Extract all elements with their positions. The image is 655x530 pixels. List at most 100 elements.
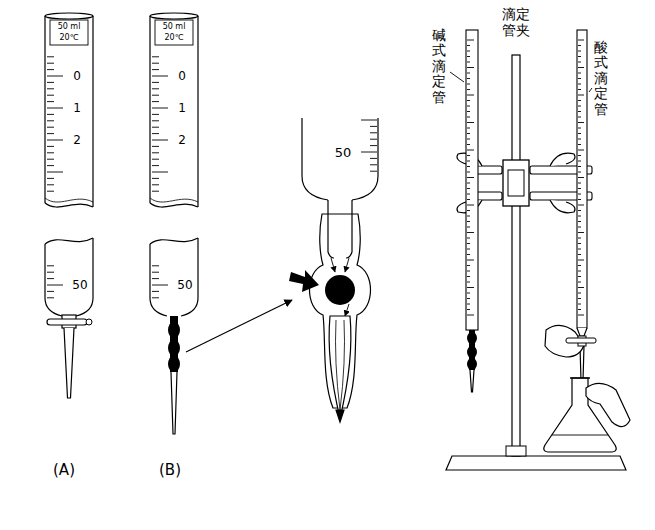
- scale-tick: [467, 309, 470, 310]
- scale-tick: [152, 69, 159, 70]
- scale-tick: [578, 161, 581, 162]
- glass-tip-end: [336, 410, 344, 422]
- acid-burette-on-stand: [544, 30, 630, 452]
- scale-tick: [152, 159, 159, 160]
- glass-neck: [328, 200, 352, 258]
- scale-tick: [467, 84, 470, 85]
- scale-number: 50: [72, 279, 87, 291]
- scale-tick: [467, 194, 470, 195]
- scale-tick: [152, 146, 159, 147]
- scale-tick: [578, 106, 581, 107]
- glass-tube-wall: [150, 238, 198, 316]
- temperature-text: 20℃: [164, 34, 183, 42]
- scale-tick: [47, 108, 63, 109]
- scale-tick: [467, 166, 470, 167]
- clamp-wing: [550, 153, 575, 213]
- scale-tick: [467, 238, 470, 239]
- scale-tick: [578, 315, 584, 316]
- stopcock-knob: [86, 319, 92, 325]
- rubber-tube: [168, 356, 180, 372]
- hand: [586, 383, 630, 426]
- scale-tick: [47, 95, 54, 96]
- leader-line: [589, 88, 592, 92]
- scale-tick: [152, 278, 159, 279]
- scale-tick: [152, 108, 168, 109]
- capacity-text: 50 ml: [163, 23, 186, 31]
- scale-tick: [578, 265, 581, 266]
- scale-number: 1: [73, 102, 81, 114]
- scale-tick: [467, 249, 470, 250]
- glass-tip: [329, 316, 351, 418]
- scale-tick: [467, 144, 470, 145]
- glass-bead: [325, 275, 355, 305]
- break-line: [150, 203, 198, 207]
- scale-tick: [578, 177, 584, 178]
- scale-tick: [47, 159, 54, 160]
- glass-tube-wall: [45, 16, 93, 207]
- part-name: 酸式滴定管: [594, 40, 608, 117]
- scale-tick: [467, 315, 474, 316]
- scale-tick: [578, 45, 581, 46]
- scale-tick: [152, 95, 159, 96]
- rubber-tube: [168, 322, 180, 338]
- scale-tick: [47, 191, 54, 192]
- scale-tick: [47, 265, 54, 266]
- scale-tick: [578, 221, 581, 222]
- scale-tick: [578, 133, 581, 134]
- scale-tick: [467, 117, 470, 118]
- scale-tick: [467, 172, 470, 173]
- scale-tick: [47, 152, 54, 153]
- stand-rod: [512, 55, 520, 456]
- scale-tick: [467, 56, 470, 57]
- glass-tube-wall: [302, 118, 378, 200]
- scale-tick: [152, 152, 159, 153]
- scale-tick: [578, 282, 581, 283]
- scale-tick: [578, 89, 581, 90]
- scale-tick: [467, 122, 474, 123]
- acid-burette: [45, 13, 93, 398]
- scale-number: 50: [335, 146, 352, 159]
- scale-tick: [578, 128, 581, 129]
- scale-tick: [578, 100, 581, 101]
- glass-tube: [577, 30, 587, 328]
- break-line: [45, 238, 93, 244]
- scale-tick: [370, 126, 377, 127]
- scale-tick: [152, 172, 168, 173]
- tube-mouth: [45, 13, 93, 19]
- scale-tick: [578, 139, 581, 140]
- scale-tick: [467, 293, 470, 294]
- break-line: [150, 198, 198, 202]
- scale-tick: [467, 216, 470, 217]
- stand-base: [446, 456, 626, 470]
- scale-tick: [152, 191, 159, 192]
- scale-tick: [47, 101, 54, 102]
- scale-tick: [578, 309, 581, 310]
- enlarged-view: [289, 118, 378, 422]
- scale-tick: [467, 210, 470, 211]
- scale-tick: [467, 73, 470, 74]
- figure-tag: (B): [159, 463, 181, 478]
- scale-tick: [578, 62, 581, 63]
- scale-tick: [47, 178, 54, 179]
- scale-tick: [467, 205, 474, 206]
- scale-tick: [152, 297, 159, 298]
- scale-tick: [47, 76, 63, 77]
- scale-tick: [578, 122, 584, 123]
- scale-tick: [467, 243, 470, 244]
- flow-arrow: [331, 258, 335, 272]
- scale-tick: [578, 150, 584, 151]
- scale-tick: [467, 111, 470, 112]
- scale-tick: [47, 184, 54, 185]
- scale-tick: [47, 146, 54, 147]
- scale-tick: [47, 172, 63, 173]
- scale-tick: [47, 120, 54, 121]
- scale-tick: [578, 40, 584, 41]
- scale-tick: [467, 155, 470, 156]
- clamp-body: [503, 160, 529, 206]
- flask-lip: [570, 377, 590, 379]
- scale-tick: [47, 63, 54, 64]
- rod-foot: [506, 446, 526, 456]
- scale-tick: [578, 249, 581, 250]
- scale-tick: [370, 164, 377, 165]
